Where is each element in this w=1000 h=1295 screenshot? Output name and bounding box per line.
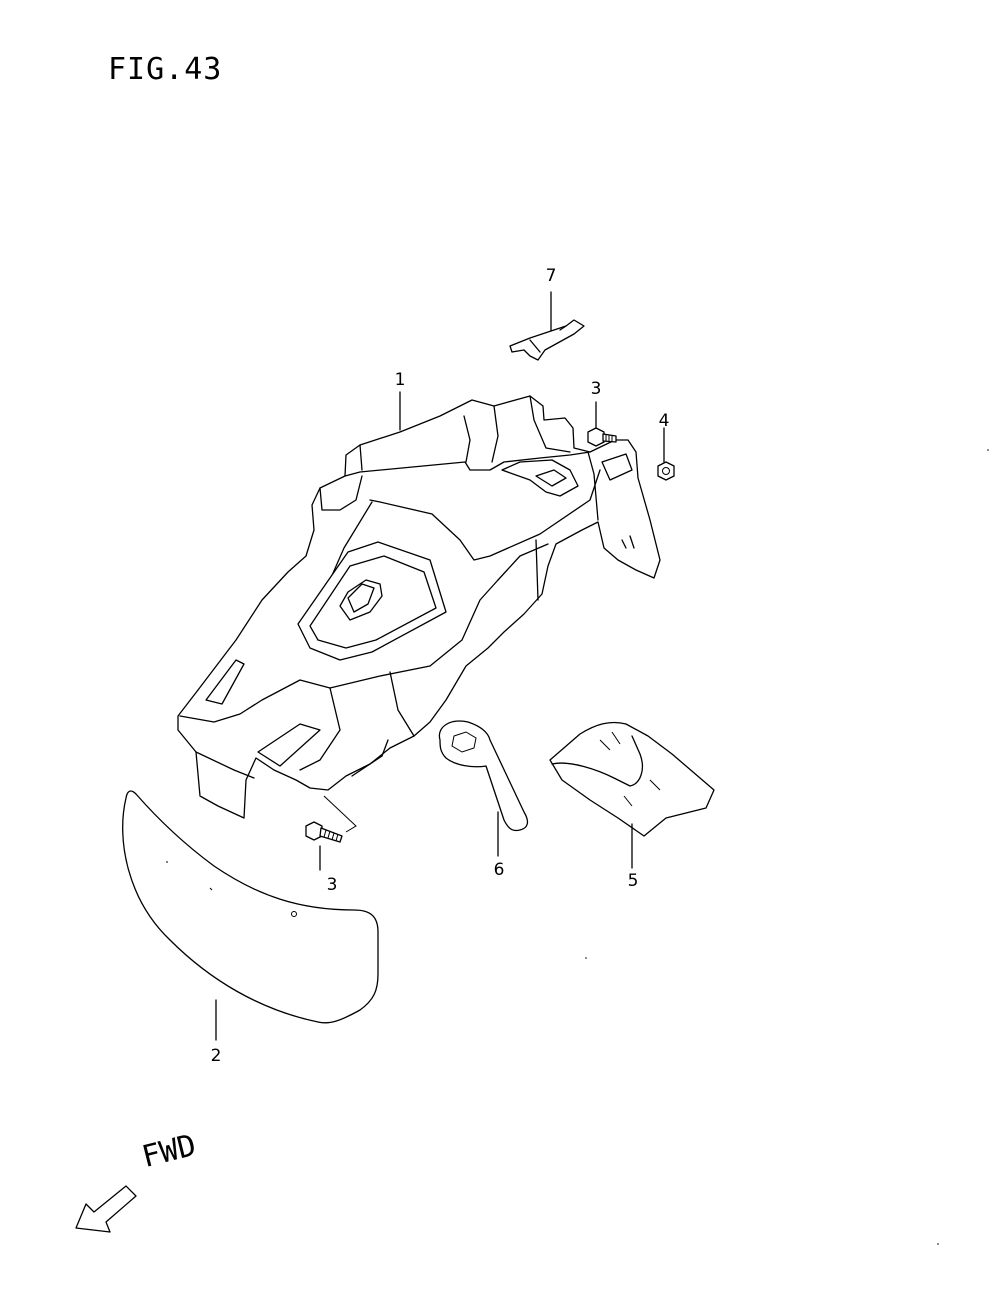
callout-part-6: 6 bbox=[493, 860, 505, 880]
callout-part-1: 1 bbox=[394, 370, 406, 390]
callout-part-3a: 3 bbox=[590, 379, 602, 399]
part-6-wrench bbox=[438, 720, 529, 857]
part-2-mud-flap bbox=[122, 790, 379, 1041]
part-7-bracket bbox=[509, 291, 585, 361]
part-5-tool-bag bbox=[549, 721, 715, 869]
callout-part-3b: 3 bbox=[326, 875, 338, 895]
arrow-left-down-icon bbox=[75, 1185, 137, 1233]
part-1-rear-fender bbox=[177, 391, 661, 819]
callout-part-5: 5 bbox=[627, 871, 639, 891]
figure-title: FIG.43 bbox=[108, 52, 223, 87]
callout-part-2: 2 bbox=[210, 1046, 222, 1066]
callout-part-4: 4 bbox=[658, 411, 670, 431]
part-3a-bolt bbox=[587, 401, 617, 447]
callout-part-7: 7 bbox=[545, 266, 557, 286]
part-3b-bolt bbox=[305, 795, 357, 871]
part-4-nut bbox=[657, 427, 675, 481]
